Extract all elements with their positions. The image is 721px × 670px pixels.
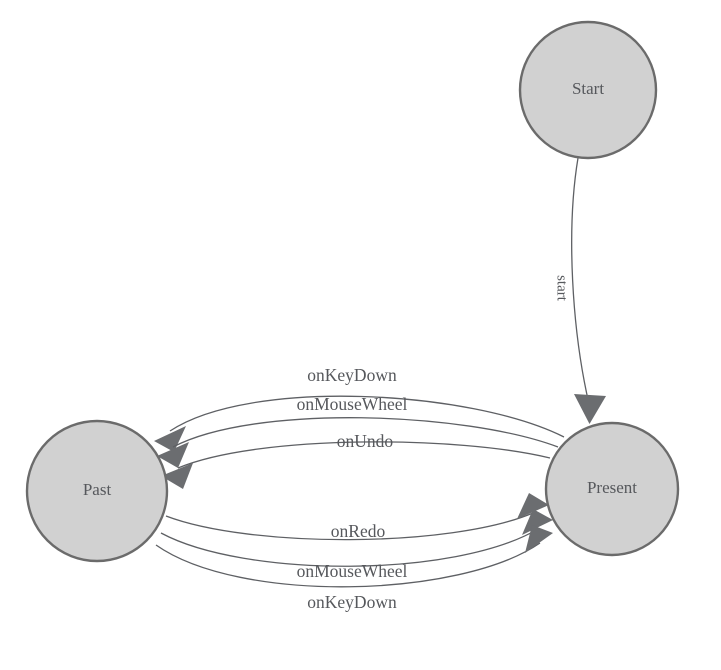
edge-path-present-past-mousewheel <box>172 417 559 448</box>
edge-label-onundo: onUndo <box>337 431 394 451</box>
edge-path-past-present-keydown <box>155 542 541 588</box>
edge-label-onmousewheel-upper: onMouseWheel <box>297 394 408 414</box>
edge-present-to-past-mousewheel[interactable]: onMouseWheel <box>157 394 559 468</box>
edge-present-to-past-undo[interactable]: onUndo <box>161 431 551 489</box>
arrowhead-into-past-mousewheel <box>157 442 189 468</box>
edge-label-start: start <box>554 275 570 302</box>
edge-past-to-present-keydown[interactable]: onKeyDown <box>155 525 553 612</box>
arrowhead-into-present-redo <box>517 493 549 519</box>
node-past[interactable]: Past <box>25 419 169 563</box>
edge-present-to-past-keydown[interactable]: onKeyDown <box>154 365 565 452</box>
arrowhead-into-present-from-start <box>574 394 606 424</box>
node-start-circle[interactable] <box>518 20 658 160</box>
edge-path-start-present <box>571 157 590 405</box>
node-start[interactable]: Start <box>518 20 658 160</box>
edge-path-present-past-keydown <box>169 395 565 438</box>
arrowhead-into-past-keydown <box>154 426 186 452</box>
edge-path-past-present-redo <box>165 512 534 541</box>
edge-start-to-present[interactable]: start <box>554 157 606 424</box>
edge-label-onredo: onRedo <box>331 521 386 541</box>
node-past-label: Past <box>83 480 112 499</box>
edge-label-onkeydown-upper: onKeyDown <box>307 365 397 385</box>
node-present-label: Present <box>587 478 637 497</box>
node-past-circle[interactable] <box>25 419 169 563</box>
node-present[interactable]: Present <box>544 421 680 557</box>
arrowhead-into-past-undo <box>161 463 193 489</box>
edge-label-onkeydown-lower: onKeyDown <box>307 592 397 612</box>
edge-label-onmousewheel-lower: onMouseWheel <box>297 561 408 581</box>
edge-path-present-past-undo <box>177 441 551 469</box>
edge-past-to-present-redo[interactable]: onRedo <box>165 493 549 541</box>
node-present-circle[interactable] <box>544 421 680 557</box>
arrowhead-into-present-keydown <box>525 525 553 553</box>
node-start-label: Start <box>572 79 604 98</box>
arrowhead-into-present-mousewheel <box>522 509 553 535</box>
edge-path-past-present-mousewheel <box>160 528 539 567</box>
edge-past-to-present-mousewheel[interactable]: onMouseWheel <box>160 509 553 581</box>
